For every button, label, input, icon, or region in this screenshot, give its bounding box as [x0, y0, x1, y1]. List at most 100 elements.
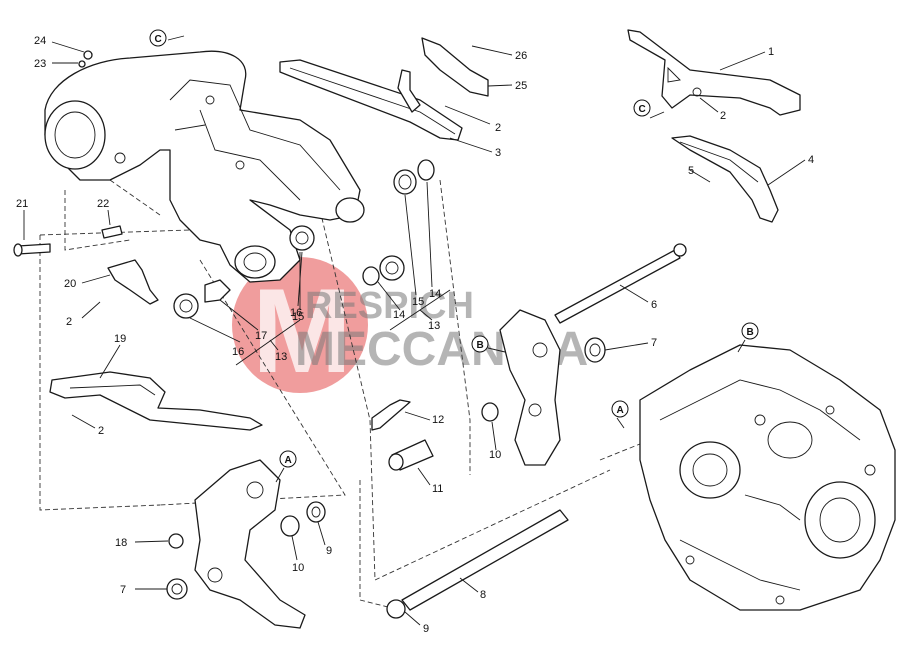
- callout-15a: 15: [404, 194, 424, 308]
- svg-text:9: 9: [326, 545, 332, 557]
- svg-text:10: 10: [292, 562, 304, 574]
- svg-text:18: 18: [115, 537, 127, 549]
- callout-13a: 13: [269, 339, 287, 363]
- svg-text:13: 13: [275, 351, 287, 363]
- callout-17: 17: [219, 299, 267, 342]
- svg-text:2: 2: [98, 425, 104, 437]
- svg-text:A: A: [617, 405, 624, 416]
- callout-22: 22: [97, 198, 111, 226]
- svg-text:14: 14: [429, 288, 441, 300]
- assembly-guides: [39, 179, 651, 611]
- svg-text:9: 9: [423, 623, 429, 635]
- svg-text:7: 7: [120, 584, 126, 596]
- callout-10b: 10: [291, 535, 304, 574]
- swingarm-guard: [49, 371, 263, 431]
- callout-23: 23: [34, 58, 78, 70]
- bearing-set-upper: [173, 159, 435, 319]
- svg-text:3: 3: [495, 147, 501, 159]
- callout-19: 19: [99, 333, 126, 379]
- callout-25: 25: [487, 80, 527, 92]
- callout-13b: 13: [419, 309, 440, 332]
- mount-bracket-lower: [194, 459, 326, 629]
- callout-11: 11: [417, 467, 443, 495]
- svg-text:B: B: [477, 340, 484, 351]
- callout-14a: 14: [426, 181, 441, 300]
- callout-8: 8: [459, 577, 486, 601]
- callout-2c: 2: [66, 301, 101, 328]
- ref-letter-b-mid: B: [471, 335, 506, 353]
- nut-right: [584, 337, 606, 363]
- callout-24: 24: [34, 35, 85, 53]
- svg-text:6: 6: [651, 299, 657, 311]
- svg-text:25: 25: [515, 80, 527, 92]
- callout-2d: 2: [71, 414, 104, 437]
- pivot-shaft: [386, 509, 569, 619]
- callout-7a: 7: [604, 337, 657, 351]
- chain-tensioner: [371, 399, 411, 431]
- nut-18: [168, 533, 184, 549]
- bracket-20: [107, 259, 159, 305]
- svg-text:13: 13: [428, 320, 440, 332]
- svg-text:23: 23: [34, 58, 46, 70]
- svg-text:7: 7: [651, 337, 657, 349]
- watermark-line1: RESPICH: [305, 285, 474, 327]
- chain-slider: [671, 135, 779, 223]
- svg-text:15: 15: [412, 296, 424, 308]
- svg-text:16: 16: [290, 307, 302, 319]
- svg-text:12: 12: [432, 414, 444, 426]
- callout-16a: 16: [290, 251, 303, 319]
- svg-text:2: 2: [66, 316, 72, 328]
- chain-guide-upper: [279, 59, 463, 141]
- svg-text:C: C: [155, 34, 162, 45]
- svg-text:2: 2: [720, 110, 726, 122]
- mount-bracket-upper: [481, 309, 561, 466]
- callout-1: 1: [719, 46, 774, 71]
- svg-text:11: 11: [432, 483, 443, 495]
- svg-text:B: B: [747, 327, 754, 338]
- callout-7b: 7: [120, 584, 167, 596]
- bolt-21: [13, 243, 51, 257]
- svg-text:1: 1: [768, 46, 774, 58]
- callout-26: 26: [471, 45, 527, 62]
- callout-4: 4: [767, 154, 814, 186]
- callout-3: 3: [449, 137, 501, 159]
- callout-9b: 9: [404, 611, 429, 635]
- ref-letter-c-top: C: [149, 29, 185, 47]
- callout-16b: 16: [189, 317, 244, 358]
- bolt-22: [101, 225, 123, 239]
- callout-9a: 9: [317, 521, 332, 557]
- svg-text:22: 22: [97, 198, 109, 210]
- svg-text:10: 10: [489, 449, 501, 461]
- callout-20: 20: [64, 274, 111, 290]
- svg-text:20: 20: [64, 278, 76, 290]
- ref-letter-a-left: A: [275, 450, 297, 483]
- watermark-badge-letter: M: [252, 264, 352, 398]
- callout-12: 12: [404, 411, 444, 426]
- svg-text:19: 19: [114, 333, 126, 345]
- spacer-tube: [388, 439, 434, 471]
- cover-plate: [421, 37, 489, 97]
- svg-text:26: 26: [515, 50, 527, 62]
- svg-text:24: 24: [34, 35, 46, 47]
- callout-6: 6: [619, 284, 657, 311]
- axle-bolt: [554, 243, 687, 324]
- svg-text:14: 14: [393, 309, 405, 321]
- svg-text:5: 5: [688, 165, 694, 177]
- svg-text:15: 15: [292, 311, 304, 323]
- screw-23-24: [78, 50, 93, 68]
- ref-letter-a-right: A: [611, 400, 629, 429]
- svg-text:8: 8: [480, 589, 486, 601]
- callout-10a: 10: [489, 421, 501, 461]
- ref-letter-b-top: B: [737, 322, 759, 353]
- callout-5: 5: [688, 165, 711, 183]
- svg-text:17: 17: [255, 330, 267, 342]
- nut-7-lower: [166, 578, 188, 600]
- chain-cover-top: [627, 29, 801, 116]
- svg-text:21: 21: [16, 198, 28, 210]
- callout-2a: 2: [699, 97, 726, 122]
- callout-2b: 2: [444, 105, 501, 134]
- callout-14b: 14: [377, 281, 405, 321]
- swingarm: [44, 50, 365, 283]
